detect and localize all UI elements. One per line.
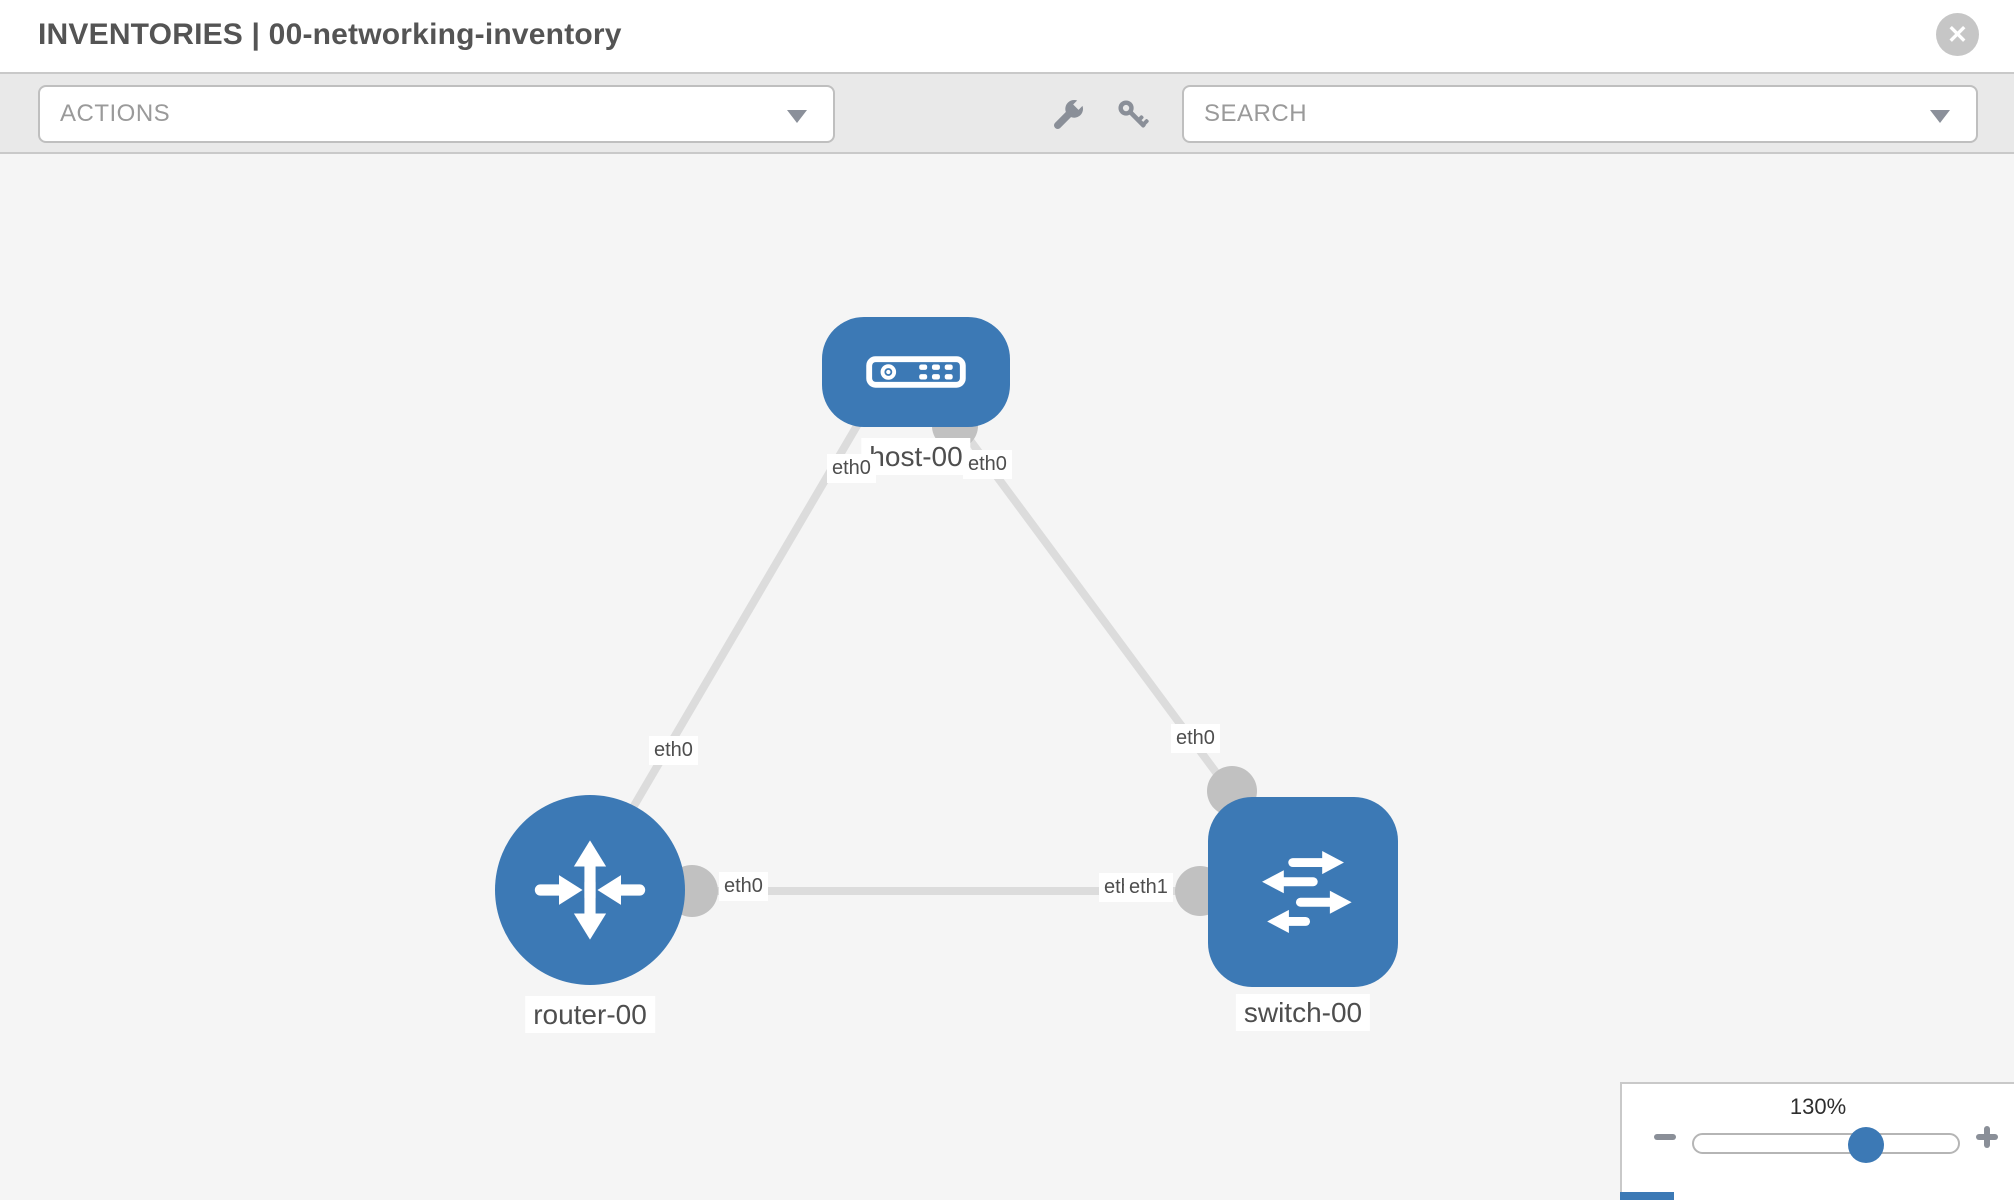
zoom-out-button[interactable] [1652,1124,1678,1150]
actions-dropdown-label: ACTIONS [60,100,171,127]
header-bar: INVENTORIES | 00-networking-inventory ✕ [0,0,2014,72]
topology-canvas[interactable] [0,154,2014,1200]
node-label-router: router-00 [525,996,655,1033]
node-switch-00[interactable] [1208,797,1398,987]
zoom-slider-track[interactable] [1692,1133,1960,1154]
page-title: INVENTORIES | 00-networking-inventory [38,18,622,51]
iface-label: eth0 [827,454,876,483]
switch-arrows-icon [1262,851,1352,933]
plus-icon [1984,1126,1990,1148]
zoom-panel: 130% [1620,1082,2014,1200]
iface-label: eth0 [649,736,698,765]
iface-label: eth0 [963,450,1012,479]
server-icon [866,356,966,388]
node-router-00[interactable] [495,795,685,985]
zoom-slider-thumb[interactable] [1848,1127,1884,1163]
node-label-switch: switch-00 [1235,994,1371,1031]
node-host-00[interactable] [822,317,1010,427]
search-dropdown[interactable]: SEARCH [1182,85,1978,143]
node-label-host: host-00 [861,438,971,475]
zoom-percentage: 130% [1789,1094,1847,1119]
iface-label: eth0 [1099,873,1124,902]
router-arrows-icon [534,840,646,940]
actions-dropdown[interactable]: ACTIONS [38,85,835,143]
zoom-in-button[interactable] [1974,1124,2000,1150]
toolbar: ACTIONS SEARCH [0,72,2014,154]
search-dropdown-label: SEARCH [1204,100,1308,127]
wrench-icon[interactable] [1049,96,1087,134]
iface-label: eth1 [1124,873,1173,902]
caret-down-icon [1930,110,1950,123]
iface-label: eth0 [719,872,768,901]
iface-label: eth0 [1171,724,1220,753]
minus-icon [1654,1134,1676,1140]
panel-accent-strip [1620,1192,1674,1200]
close-icon[interactable]: ✕ [1936,13,1979,56]
caret-down-icon [787,110,807,123]
key-icon[interactable] [1114,96,1152,134]
topology-links-layer [624,403,1257,917]
